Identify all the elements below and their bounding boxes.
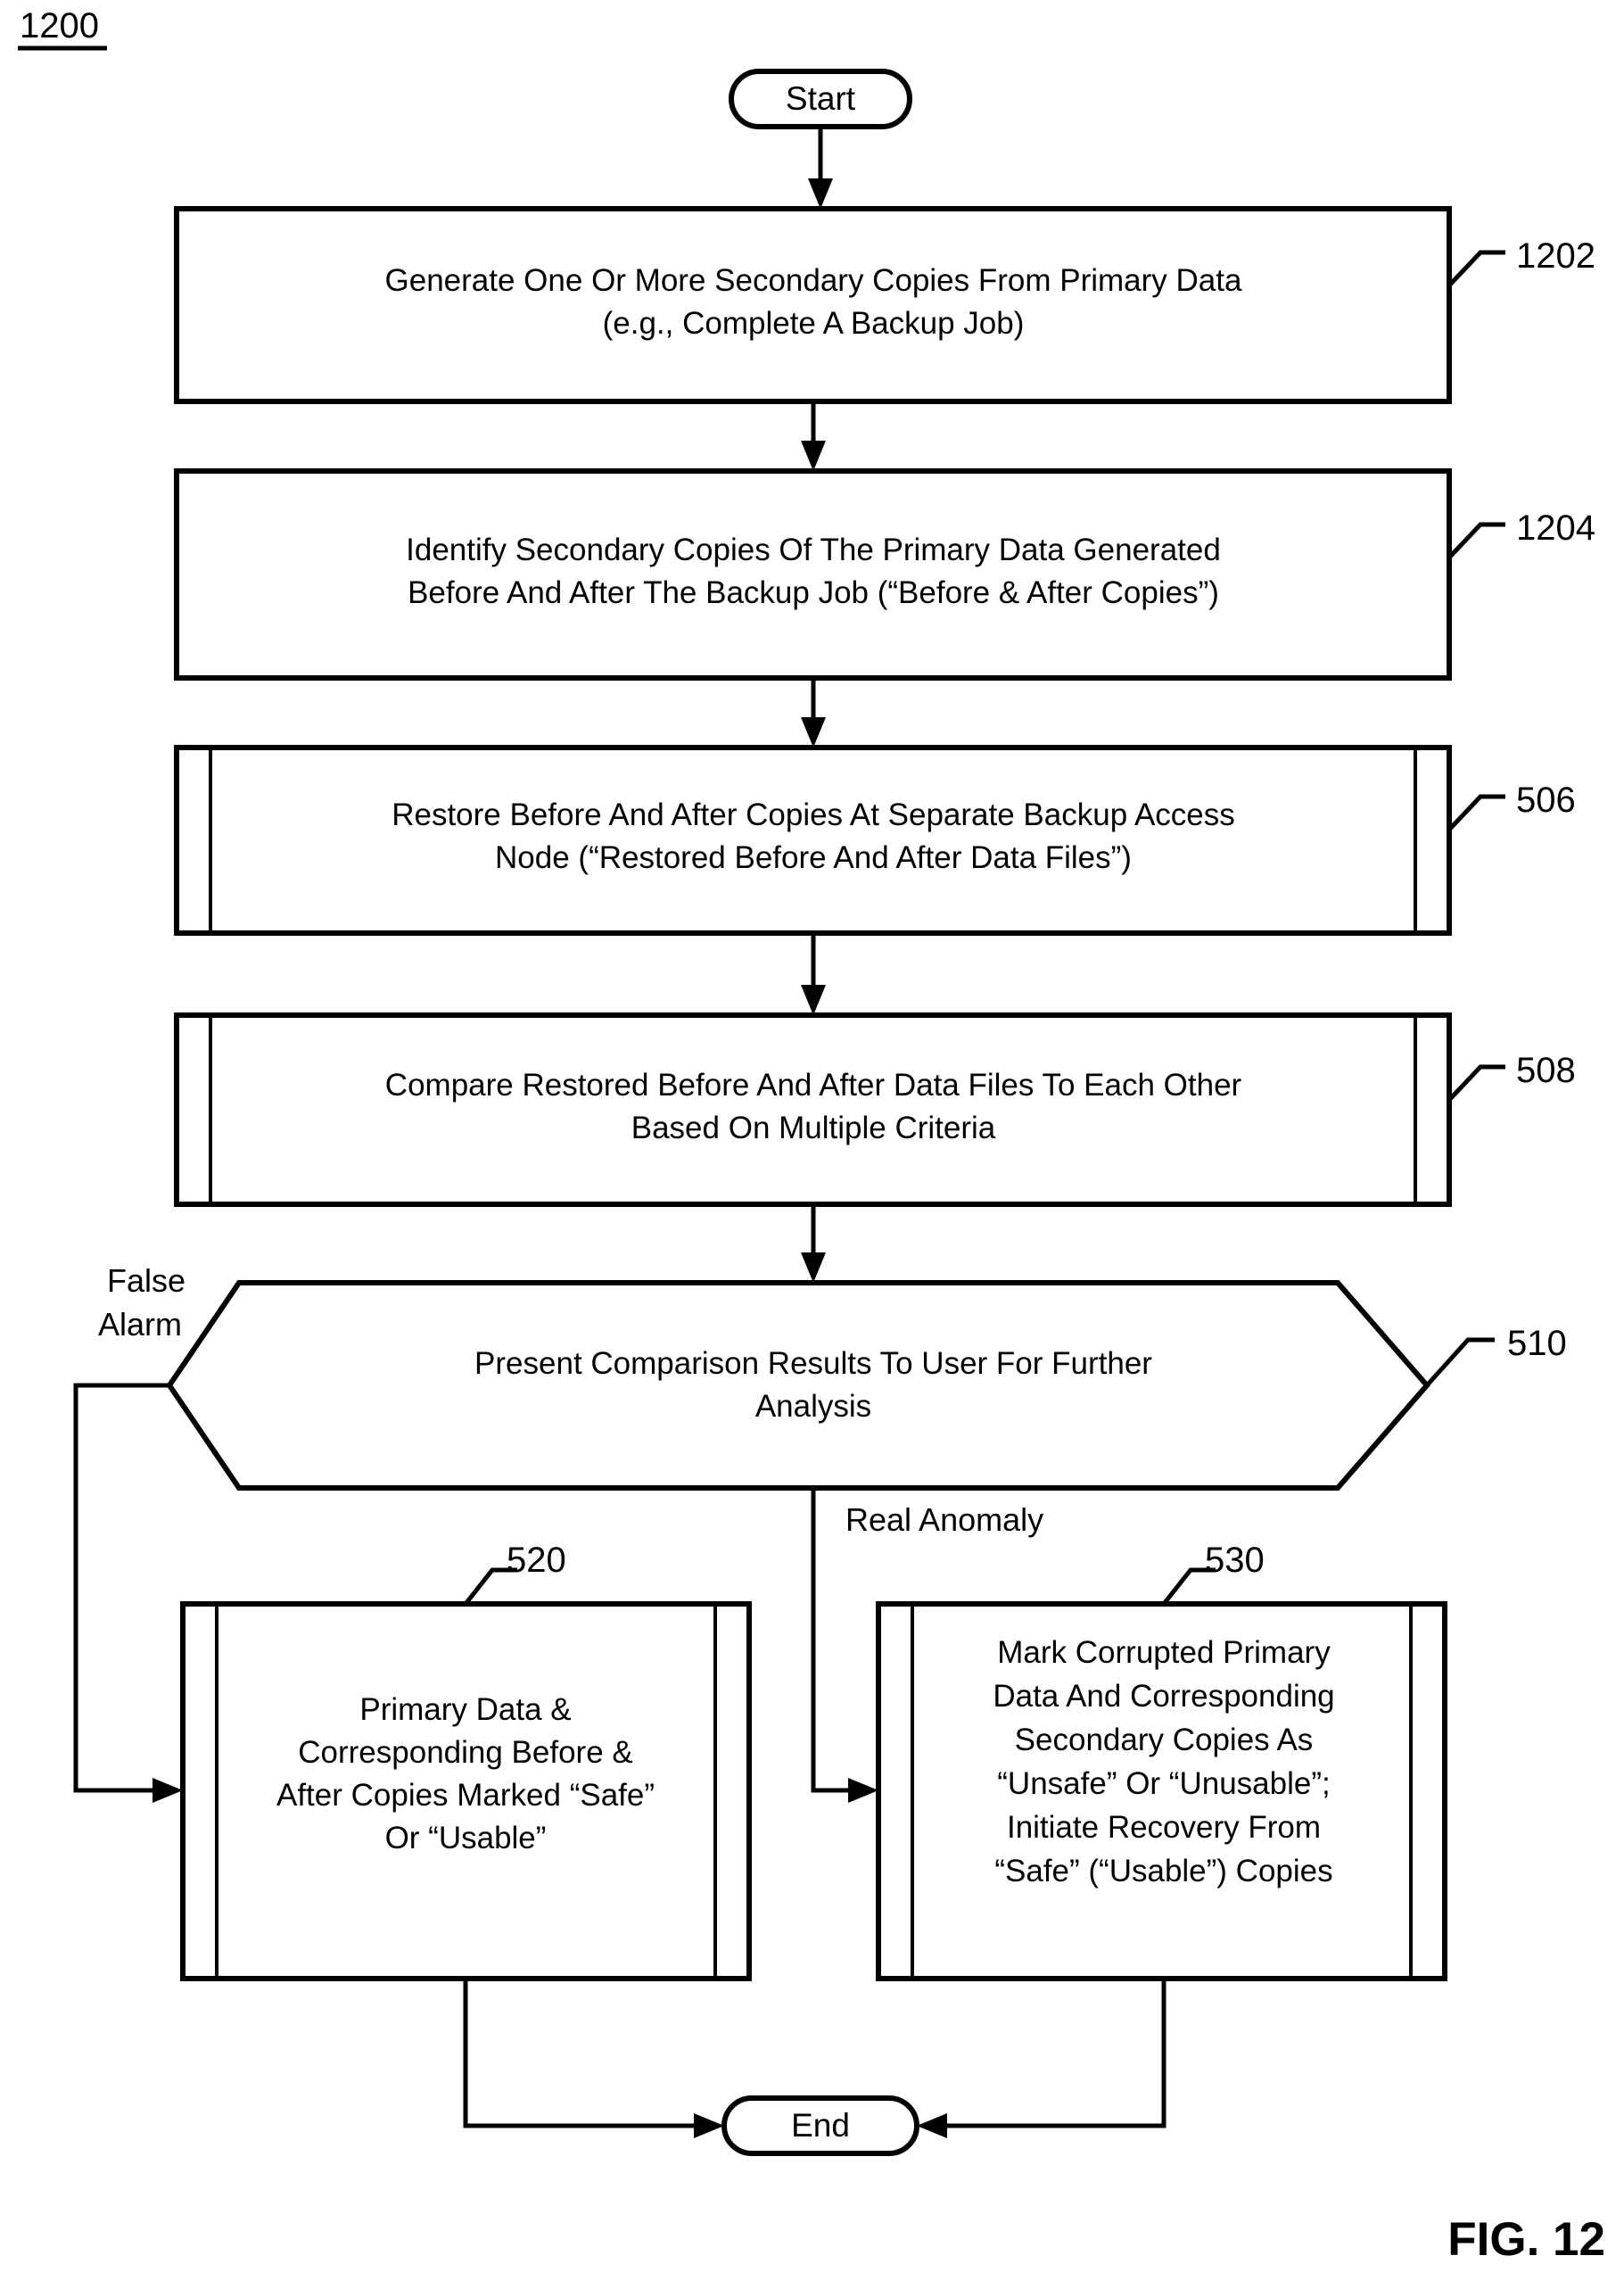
start-node-label: Start xyxy=(786,80,856,117)
ref-numeral-1202: 1202 xyxy=(1516,236,1595,276)
step-506-line2: Node (“Restored Before And After Data Fi… xyxy=(495,840,1132,875)
connector-real-anomaly-to-530 xyxy=(811,1488,878,1803)
step-530-line1: Mark Corrupted Primary xyxy=(997,1635,1331,1670)
leader-510 xyxy=(1425,1337,1495,1387)
step-box-530 xyxy=(876,1601,1447,1981)
connector-1202-to-1204 xyxy=(801,401,826,471)
step-box-1204 xyxy=(174,468,1452,681)
connector-1204-to-506 xyxy=(801,678,826,748)
step-510-line2: Analysis xyxy=(755,1389,871,1424)
connector-530-to-end xyxy=(917,1979,1166,2138)
end-node xyxy=(721,2095,919,2156)
step-520-line3: After Copies Marked “Safe” xyxy=(276,1778,655,1813)
leader-506 xyxy=(1447,794,1505,831)
step-506-line1: Restore Before And After Copies At Separ… xyxy=(392,797,1235,832)
step-520-line2: Corresponding Before & xyxy=(298,1735,633,1770)
connector-520-to-end xyxy=(463,1979,724,2138)
leader-508 xyxy=(1447,1064,1505,1102)
step-508-line2: Based On Multiple Criteria xyxy=(631,1111,996,1145)
leader-520 xyxy=(464,1567,517,1606)
ref-numeral-510: 510 xyxy=(1507,1324,1567,1363)
step-box-506 xyxy=(174,745,1452,936)
leader-1204 xyxy=(1447,522,1505,559)
step-1204-line1: Identify Secondary Copies Of The Primary… xyxy=(406,533,1221,567)
leader-1202 xyxy=(1447,250,1505,287)
ref-numeral-530: 530 xyxy=(1205,1541,1265,1580)
edge-label-real-anomaly: Real Anomaly xyxy=(845,1501,1043,1538)
connector-false-alarm-to-520 xyxy=(73,1383,183,1803)
connector-506-to-508 xyxy=(801,933,826,1015)
connector-start-to-1202 xyxy=(808,127,833,209)
ref-numeral-1204: 1204 xyxy=(1516,508,1595,548)
figure-number: 1200 xyxy=(20,6,99,45)
step-510-line1: Present Comparison Results To User For F… xyxy=(474,1346,1152,1381)
ref-numeral-520: 520 xyxy=(507,1541,566,1580)
edge-label-false-alarm-line1: False xyxy=(107,1262,185,1299)
step-1202-line2: (e.g., Complete A Backup Job) xyxy=(603,306,1025,341)
edge-label-false-alarm-line2: Alarm xyxy=(98,1306,182,1343)
step-box-1202 xyxy=(174,206,1452,404)
ref-numeral-508: 508 xyxy=(1516,1051,1576,1090)
step-520-line1: Primary Data & xyxy=(359,1692,571,1727)
step-530-line3: Secondary Copies As xyxy=(1015,1723,1314,1757)
step-530-line2: Data And Corresponding xyxy=(993,1679,1334,1714)
step-530-line5: Initiate Recovery From xyxy=(1007,1810,1321,1845)
step-box-508 xyxy=(174,1012,1452,1207)
step-hexagon-510 xyxy=(166,1280,1430,1491)
step-530-line4: “Unsafe” Or “Unusable”; xyxy=(997,1766,1330,1801)
step-520-line4: Or “Usable” xyxy=(385,1821,547,1855)
step-530-line6: “Safe” (“Usable”) Copies xyxy=(994,1854,1332,1888)
connector-508-to-510 xyxy=(801,1204,826,1283)
step-1204-line2: Before And After The Backup Job (“Before… xyxy=(408,575,1219,610)
end-node-label: End xyxy=(791,2107,850,2144)
ref-numeral-506: 506 xyxy=(1516,781,1576,820)
figure-caption: FIG. 12 xyxy=(1447,2213,1605,2266)
step-508-line1: Compare Restored Before And After Data F… xyxy=(385,1068,1242,1103)
step-box-520 xyxy=(180,1601,752,1981)
leader-530 xyxy=(1162,1567,1216,1606)
step-1202-line1: Generate One Or More Secondary Copies Fr… xyxy=(385,263,1242,298)
